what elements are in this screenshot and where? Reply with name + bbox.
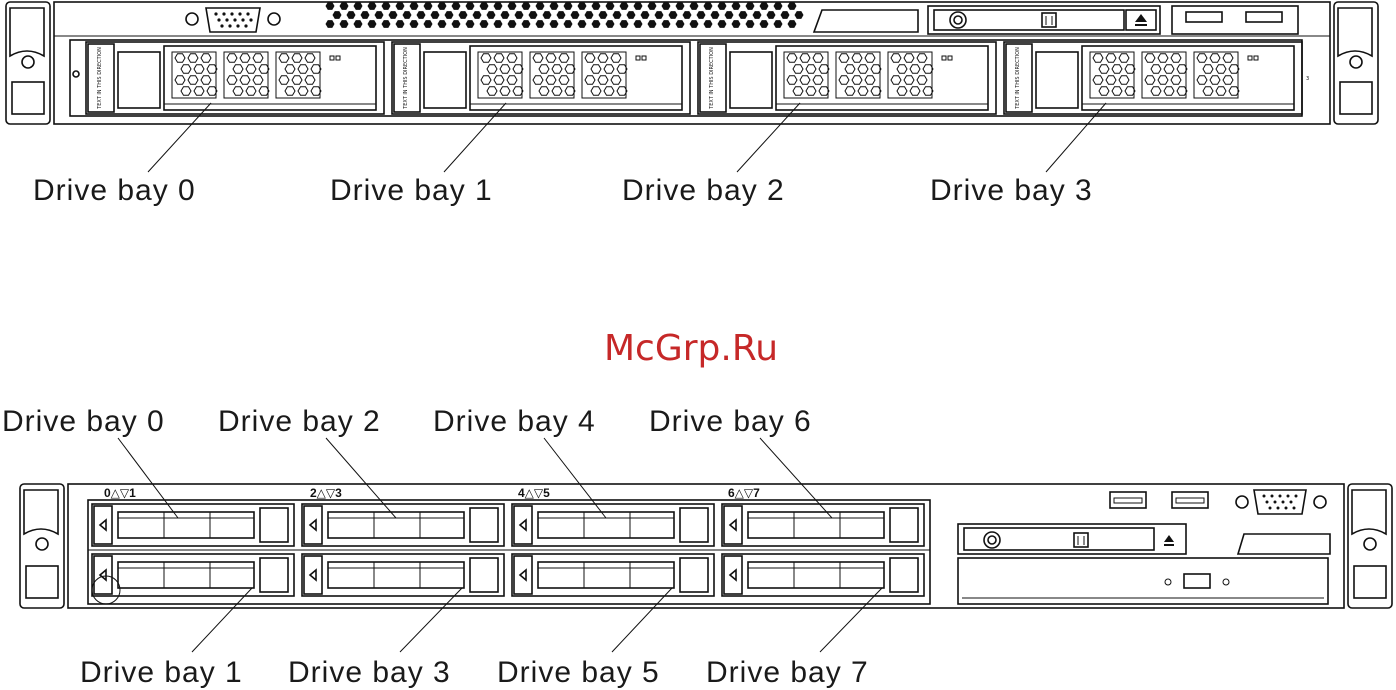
optical-drive: [958, 558, 1328, 604]
callout-bottom-drive-bay-2: Drive bay 2: [218, 405, 381, 438]
rack-ear-left: [6, 2, 50, 124]
tray-direction-label: TEXT IN THIS DIRECTION: [403, 47, 409, 110]
bay-group-label-2-3: 2△▽3: [310, 486, 342, 500]
label-plate: [814, 10, 918, 32]
honeycomb-vent-icon: [1090, 52, 1239, 98]
drive-tray-bottom-2[interactable]: [302, 504, 504, 546]
edge-mark: 3: [1306, 76, 1309, 82]
drive-tray-top-0[interactable]: TEXT IN THIS DIRECTION: [86, 42, 384, 114]
callout-top-drive-bay-1: Drive bay 1: [330, 174, 493, 207]
callout-bottom-drive-bay-7: Drive bay 7: [706, 656, 869, 689]
server-front-4-bay: 3 TEXT IN THIS DIRECTION TEXT IN THIS DIR…: [6, 2, 1378, 207]
callout-leaders-bottom: [118, 438, 882, 652]
drive-tray-bottom-7[interactable]: [722, 554, 924, 596]
callout-bottom-drive-bay-5: Drive bay 5: [497, 656, 660, 689]
media-bay-bottom: [958, 524, 1186, 554]
drive-tray-top-1[interactable]: TEXT IN THIS DIRECTION: [392, 42, 690, 114]
tray-direction-label: TEXT IN THIS DIRECTION: [709, 47, 715, 110]
drive-tray-bottom-4[interactable]: [512, 504, 714, 546]
honeycomb-vent-icon: [784, 52, 933, 98]
eject-icon: [1135, 14, 1147, 26]
usb-port-icon: [1110, 492, 1208, 508]
callout-bottom-drive-bay-0: Drive bay 0: [2, 405, 165, 438]
honeycomb-vent-icon: [478, 52, 627, 98]
server-front-8-bay: Drive bay 0 Drive bay 2 Drive bay 4 Driv…: [2, 405, 1392, 689]
usb-port-icon: [1172, 6, 1298, 34]
callout-bottom-drive-bay-4: Drive bay 4: [433, 405, 596, 438]
eject-icon: [1164, 535, 1174, 546]
drive-tray-top-2[interactable]: TEXT IN THIS DIRECTION: [698, 42, 996, 114]
drive-tray-top-3[interactable]: TEXT IN THIS DIRECTION: [1004, 42, 1302, 114]
bay-group-label-6-7: 6△▽7: [728, 486, 760, 500]
callout-bottom-drive-bay-6: Drive bay 6: [649, 405, 812, 438]
rack-ear-right: [1334, 2, 1378, 124]
label-plate-bottom: [1238, 534, 1330, 554]
callout-top-drive-bay-2: Drive bay 2: [622, 174, 785, 207]
tray-direction-label: TEXT IN THIS DIRECTION: [1015, 47, 1021, 110]
honeycomb-vent-icon: [172, 52, 321, 98]
tray-direction-label: TEXT IN THIS DIRECTION: [97, 47, 103, 110]
watermark: McGrp.Ru: [604, 328, 778, 369]
callout-bottom-drive-bay-1: Drive bay 1: [80, 656, 243, 689]
bay-group-label-4-5: 4△▽5: [518, 486, 550, 500]
vga-port-icon: [186, 8, 280, 32]
honeycomb-vent-icon: [326, 2, 804, 28]
media-bay: [928, 6, 1160, 34]
rack-ear-left-bottom: [20, 484, 64, 608]
drive-tray-bottom-3[interactable]: [302, 554, 504, 596]
drive-tray-bottom-5[interactable]: [512, 554, 714, 596]
drive-tray-bottom-6[interactable]: [722, 504, 924, 546]
drive-tray-bottom-1[interactable]: [92, 554, 294, 596]
bay-group-label-0-1: 0△▽1: [104, 486, 136, 500]
callout-bottom-drive-bay-3: Drive bay 3: [288, 656, 451, 689]
power-button-icon: [984, 532, 1000, 548]
power-button-icon: [950, 12, 966, 28]
callout-top-drive-bay-3: Drive bay 3: [930, 174, 1093, 207]
callout-top-drive-bay-0: Drive bay 0: [33, 174, 196, 207]
vga-port-icon: [1236, 490, 1326, 514]
drive-tray-bottom-0[interactable]: [92, 504, 294, 546]
rack-ear-right-bottom: [1348, 484, 1392, 608]
